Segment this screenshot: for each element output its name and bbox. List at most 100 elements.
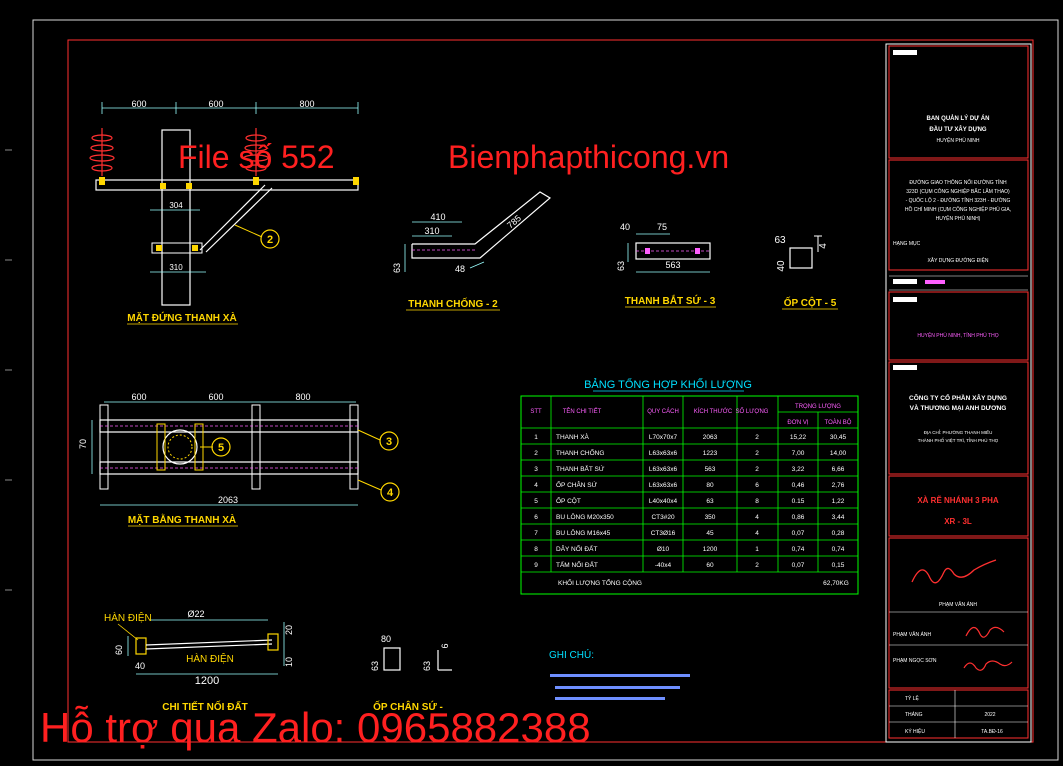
- th-weight: TRỌNG LƯỢNG: [795, 404, 841, 410]
- ground-detail-view: HÀN ĐIỆN HÀN ĐIỆN Ø22 20 60 40 10 1200 C…: [104, 609, 294, 713]
- insulator-bar-view: 40 75 63 563 THANH BẮT SỨ - 3: [616, 222, 716, 308]
- ibar-dim-1: 40: [620, 222, 630, 232]
- table-cell: 0,86: [792, 514, 805, 521]
- table-cell: L63x63x6: [649, 482, 678, 489]
- table-cell: 80: [706, 482, 714, 489]
- th-size: KÍCH THƯỚC: [694, 408, 733, 415]
- signature-3-icon: [963, 660, 1013, 671]
- plan-dim-2: 600: [208, 392, 223, 402]
- table-cell: L63x63x6: [649, 450, 678, 457]
- ground-dim-1: Ø22: [187, 609, 204, 619]
- table-cell: 7,00: [792, 450, 805, 457]
- code-label: KÝ HIỆU: [905, 727, 925, 735]
- ground-dim-3: 60: [114, 645, 124, 655]
- table-cell: 8: [755, 498, 759, 505]
- foot-dim-3: 63: [370, 661, 380, 671]
- plan-dim-1: 600: [131, 392, 146, 402]
- table-cell: 2063: [703, 434, 718, 441]
- plate-dim-2: 4: [818, 243, 829, 249]
- elev-dim-5: 310: [169, 263, 183, 272]
- table-cell: L70x70x7: [649, 434, 678, 441]
- ibar-dim-4: 563: [665, 260, 680, 270]
- title-block: BAN QUẢN LÝ DỰ ÁN ĐẦU TƯ XÂY DỰNG HUYỆN …: [885, 43, 1032, 743]
- th-qty: SỐ LƯỢNG: [736, 408, 769, 415]
- table-cell: 350: [705, 514, 716, 521]
- pole-plate-view: 63 4 40 ỐP CỘT - 5: [774, 235, 838, 310]
- project-line-5: HUYỆN PHÙ NINH): [936, 214, 981, 222]
- plan-view: 600 600 800 2063 70 5 3 4 MẶT BẰNG THANH…: [78, 392, 400, 527]
- brace-dims: [404, 221, 485, 272]
- table-cell: 4: [755, 514, 759, 521]
- project-line-3: - QUỐC LỘ 2 - ĐƯỜNG TỈNH 323H - ĐƯỜNG: [906, 197, 1011, 204]
- plan-dim-4: 2063: [218, 495, 238, 505]
- company-line-2: VÀ THƯƠNG MẠI ANH DƯƠNG: [910, 403, 1007, 412]
- table-cell: 0,28: [832, 530, 845, 537]
- foot-dim-1: 80: [381, 634, 391, 644]
- plan-title: MẶT BẰNG THANH XÀ: [128, 513, 236, 526]
- table-cell: 3,44: [832, 514, 845, 521]
- owner-line-1: BAN QUẢN LÝ DỰ ÁN: [927, 115, 990, 122]
- table-cell: BU LÔNG M20x350: [556, 512, 614, 521]
- table-cell: 0,74: [832, 546, 845, 553]
- callout-circle-4: [380, 482, 400, 502]
- table-cell: 0,46: [792, 482, 805, 489]
- table-cell: L63x63x6: [649, 466, 678, 473]
- crossarm-elevation: [95, 179, 359, 191]
- foot-dim-4: 63: [422, 661, 432, 671]
- watermark-site: Bienphapthicong.vn: [448, 139, 729, 175]
- company-line-1: CÔNG TY CỔ PHẦN XÂY DỰNG: [909, 392, 1007, 402]
- brace-view: 410 310 785 63 48 THANH CHỐNG - 2: [392, 191, 552, 311]
- table-cell: 4: [534, 482, 538, 489]
- address-line-2: THÀNH PHỐ VIỆT TRÌ, TỈNH PHÚ THỌ: [918, 436, 999, 443]
- brace-line-2: [205, 187, 273, 253]
- role-2: PHẠM VĂN ÁNH: [893, 631, 931, 638]
- table-cell: TẤM NỐI ĐẤT: [556, 559, 598, 569]
- table-cell: 5: [534, 498, 538, 505]
- total-value: 62,70KG: [823, 580, 849, 587]
- callout-circle-3: [379, 431, 399, 451]
- brace-dim-5: 48: [455, 264, 465, 274]
- ground-dim-6: 1200: [195, 675, 219, 687]
- table-cell: 3: [534, 466, 538, 473]
- foot-title: ỐP CHÂN SỨ -: [373, 699, 443, 713]
- date-label: THÁNG: [905, 711, 923, 718]
- table-cell: 2: [755, 466, 759, 473]
- table-cell: 9: [534, 562, 538, 569]
- elevation-view: 600 600 800 304 310 2 MẶT ĐỨNG THANH XÀ: [89, 99, 359, 325]
- elev-dim-1: 600: [131, 99, 146, 109]
- total-label: KHỐI LƯỢNG TỔNG CỘNG: [558, 577, 642, 587]
- table-cell: DÂY NỐI ĐẤT: [556, 543, 597, 553]
- table-cell: 1: [755, 546, 759, 553]
- table-cell: 0,15: [832, 562, 845, 569]
- table-cell: 45: [706, 530, 714, 537]
- table-cell: 8: [534, 546, 538, 553]
- foot-plate-shape: [383, 647, 401, 671]
- bolt-markers: [99, 177, 359, 251]
- table-cell: 30,45: [830, 434, 847, 441]
- insulator-left-icon: [89, 128, 115, 176]
- table-cell: ỐP CỘT: [556, 495, 581, 505]
- project-line-1: ĐƯỜNG GIAO THÔNG NỐI ĐƯỜNG TỈNH: [909, 179, 1007, 186]
- th-total: TOÀN BỘ: [825, 419, 852, 426]
- table-cell: CT3Ø16: [651, 530, 676, 537]
- ibar-dim-3: 63: [616, 261, 626, 271]
- owner-line-3: HUYỆN PHÙ NINH: [936, 136, 979, 144]
- elev-dim-4: 304: [169, 201, 183, 210]
- signer-1: PHẠM VĂN ÁNH: [939, 601, 977, 608]
- table-cell: ỐP CHÂN SỨ: [556, 479, 598, 489]
- signature-2-icon: [965, 626, 1005, 638]
- ground-wire: [145, 639, 273, 646]
- callout-circle-2: [260, 229, 280, 249]
- th-unit: ĐƠN VỊ: [787, 420, 808, 426]
- callout-5-label: 5: [218, 442, 224, 454]
- table-title: BẢNG TỔNG HỢP KHỐI LƯỢNG: [584, 377, 752, 391]
- ground-dim-2: 20: [284, 625, 294, 635]
- table-cell: 2: [755, 562, 759, 569]
- table-cell: THANH CHỐNG: [556, 447, 604, 457]
- ibar-dim-2: 75: [657, 222, 667, 232]
- brace-dim-3: 785: [505, 213, 523, 230]
